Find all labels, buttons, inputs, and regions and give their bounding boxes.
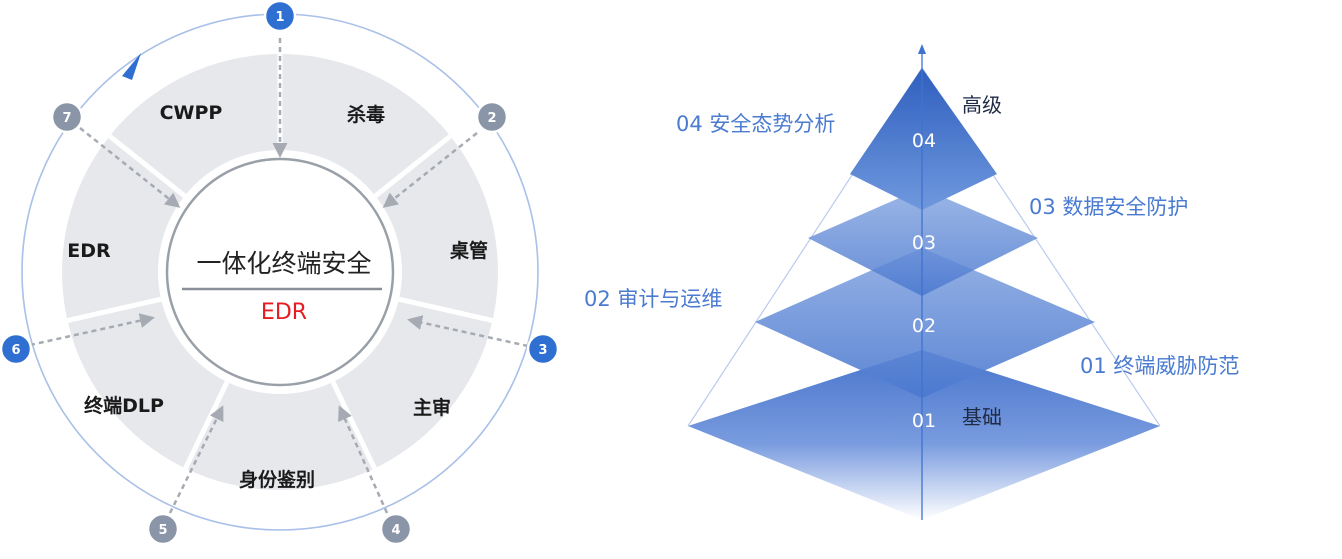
node-circle <box>146 512 180 546</box>
node-circle <box>263 0 297 33</box>
segment-divider <box>108 134 187 198</box>
axis-arrow-icon <box>918 44 926 54</box>
layer-label-03: 03 数据安全防护 <box>1029 195 1188 219</box>
flow-arrows <box>29 38 529 514</box>
top-level-word: 高级 <box>962 93 1002 117</box>
step-node-1: 1 <box>263 0 297 33</box>
layer-label-02: 02 审计与运维 <box>584 287 722 311</box>
level-number-04: 04 <box>912 130 936 152</box>
segment-label-identity-auth: 身份鉴别 <box>239 468 315 491</box>
segment-divider <box>66 296 162 323</box>
segment-label-antivirus: 杀毒 <box>347 103 385 126</box>
cycle-diagram: 一体化终端安全 EDR 杀毒 桌管 主审 身份鉴别 终端DLP EDR CWPP… <box>0 0 560 546</box>
center-circle-border <box>165 157 395 387</box>
layer-label-04: 04 安全态势分析 <box>676 112 835 136</box>
step-node-7: 7 <box>50 100 84 134</box>
node-circle <box>379 512 413 546</box>
direction-arrow-icon <box>122 53 141 80</box>
level-number-03: 03 <box>912 232 936 254</box>
step-node-6: 6 <box>0 332 33 366</box>
step-node-4: 4 <box>379 512 413 546</box>
layer-label-01: 01 终端威胁防范 <box>1080 354 1239 378</box>
segment-divider <box>398 296 494 323</box>
segment-label-cwpp: CWPP <box>160 102 223 124</box>
step-nodes: 1 2 3 4 5 6 7 <box>0 0 560 546</box>
node-circle <box>475 100 509 134</box>
node-number: 1 <box>275 10 284 25</box>
segment-divider <box>373 134 452 198</box>
flow-arrow-5 <box>168 405 224 514</box>
segment-label-dlp: 终端DLP <box>84 394 164 417</box>
node-circle <box>50 100 84 134</box>
node-number: 5 <box>158 523 167 538</box>
node-number: 4 <box>391 523 400 538</box>
node-number: 3 <box>538 343 547 358</box>
node-number: 2 <box>487 111 496 126</box>
segment-label-desktop-mgmt: 桌管 <box>450 239 488 262</box>
pyramid-layer-03 <box>808 188 1038 296</box>
node-circle <box>526 332 560 366</box>
segment-divider <box>330 380 377 470</box>
center-subtitle: EDR <box>261 300 307 325</box>
segment-divider <box>183 380 230 470</box>
step-node-2: 2 <box>475 100 509 134</box>
flow-arrow-6 <box>29 313 155 347</box>
segment-label-edr: EDR <box>67 240 111 262</box>
flow-arrow-7 <box>79 127 181 208</box>
pyramid-diagram: 04 03 02 01 高级 基础 04 安全态势分析 03 数据安全防护 02… <box>584 44 1239 520</box>
pyramid-layer-01 <box>688 350 1160 520</box>
pyramid-layer-02 <box>755 248 1095 398</box>
step-node-5: 5 <box>146 512 180 546</box>
node-number: 6 <box>11 343 20 358</box>
segment-label-host-audit: 主审 <box>413 396 451 419</box>
bottom-level-word: 基础 <box>962 405 1002 429</box>
center-circle <box>158 150 402 394</box>
flow-arrow-4 <box>338 405 389 514</box>
node-number: 7 <box>62 111 71 126</box>
pyramid-layer-04 <box>850 68 997 210</box>
level-number-01: 01 <box>912 410 936 432</box>
flow-arrow-3 <box>407 315 529 348</box>
center-title: 一体化终端安全 <box>196 249 371 278</box>
step-node-3: 3 <box>526 332 560 366</box>
node-circle <box>0 332 33 366</box>
flow-arrow-2 <box>382 132 478 208</box>
level-number-02: 02 <box>912 315 936 337</box>
